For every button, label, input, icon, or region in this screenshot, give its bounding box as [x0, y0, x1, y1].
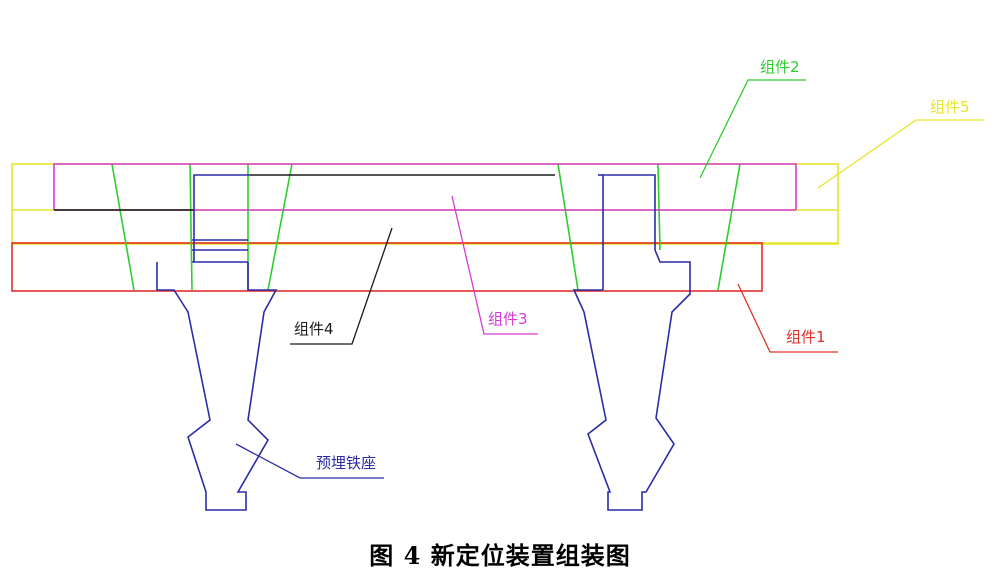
embedded-seat-right — [572, 174, 691, 511]
label-component1: 组件1 — [786, 328, 826, 346]
label-embedded-seat: 预埋铁座 — [316, 454, 376, 472]
component-5-shape — [11, 163, 839, 245]
label-component4: 组件4 — [294, 320, 334, 338]
figure-caption: 图 4 新定位装置组装图 — [0, 536, 1000, 571]
component-2-shape — [111, 163, 741, 291]
label-component5: 组件5 — [930, 98, 970, 116]
figure-number: 图 4 — [369, 541, 422, 570]
leader-component1 — [737, 283, 838, 353]
component-3-shape — [53, 163, 797, 211]
leader-embedded-seat — [235, 443, 384, 479]
component-4-shape — [54, 174, 555, 211]
leader-component3 — [451, 195, 538, 335]
leader-lines — [235, 79, 984, 479]
leader-component5 — [817, 119, 984, 189]
component-1-shape — [11, 242, 763, 292]
leader-component4 — [290, 227, 393, 345]
label-component3: 组件3 — [488, 310, 528, 328]
leader-component2 — [699, 79, 806, 179]
embedded-seat-left — [156, 174, 278, 511]
figure-title: 新定位装置组装图 — [430, 541, 631, 570]
label-component2: 组件2 — [760, 58, 800, 76]
